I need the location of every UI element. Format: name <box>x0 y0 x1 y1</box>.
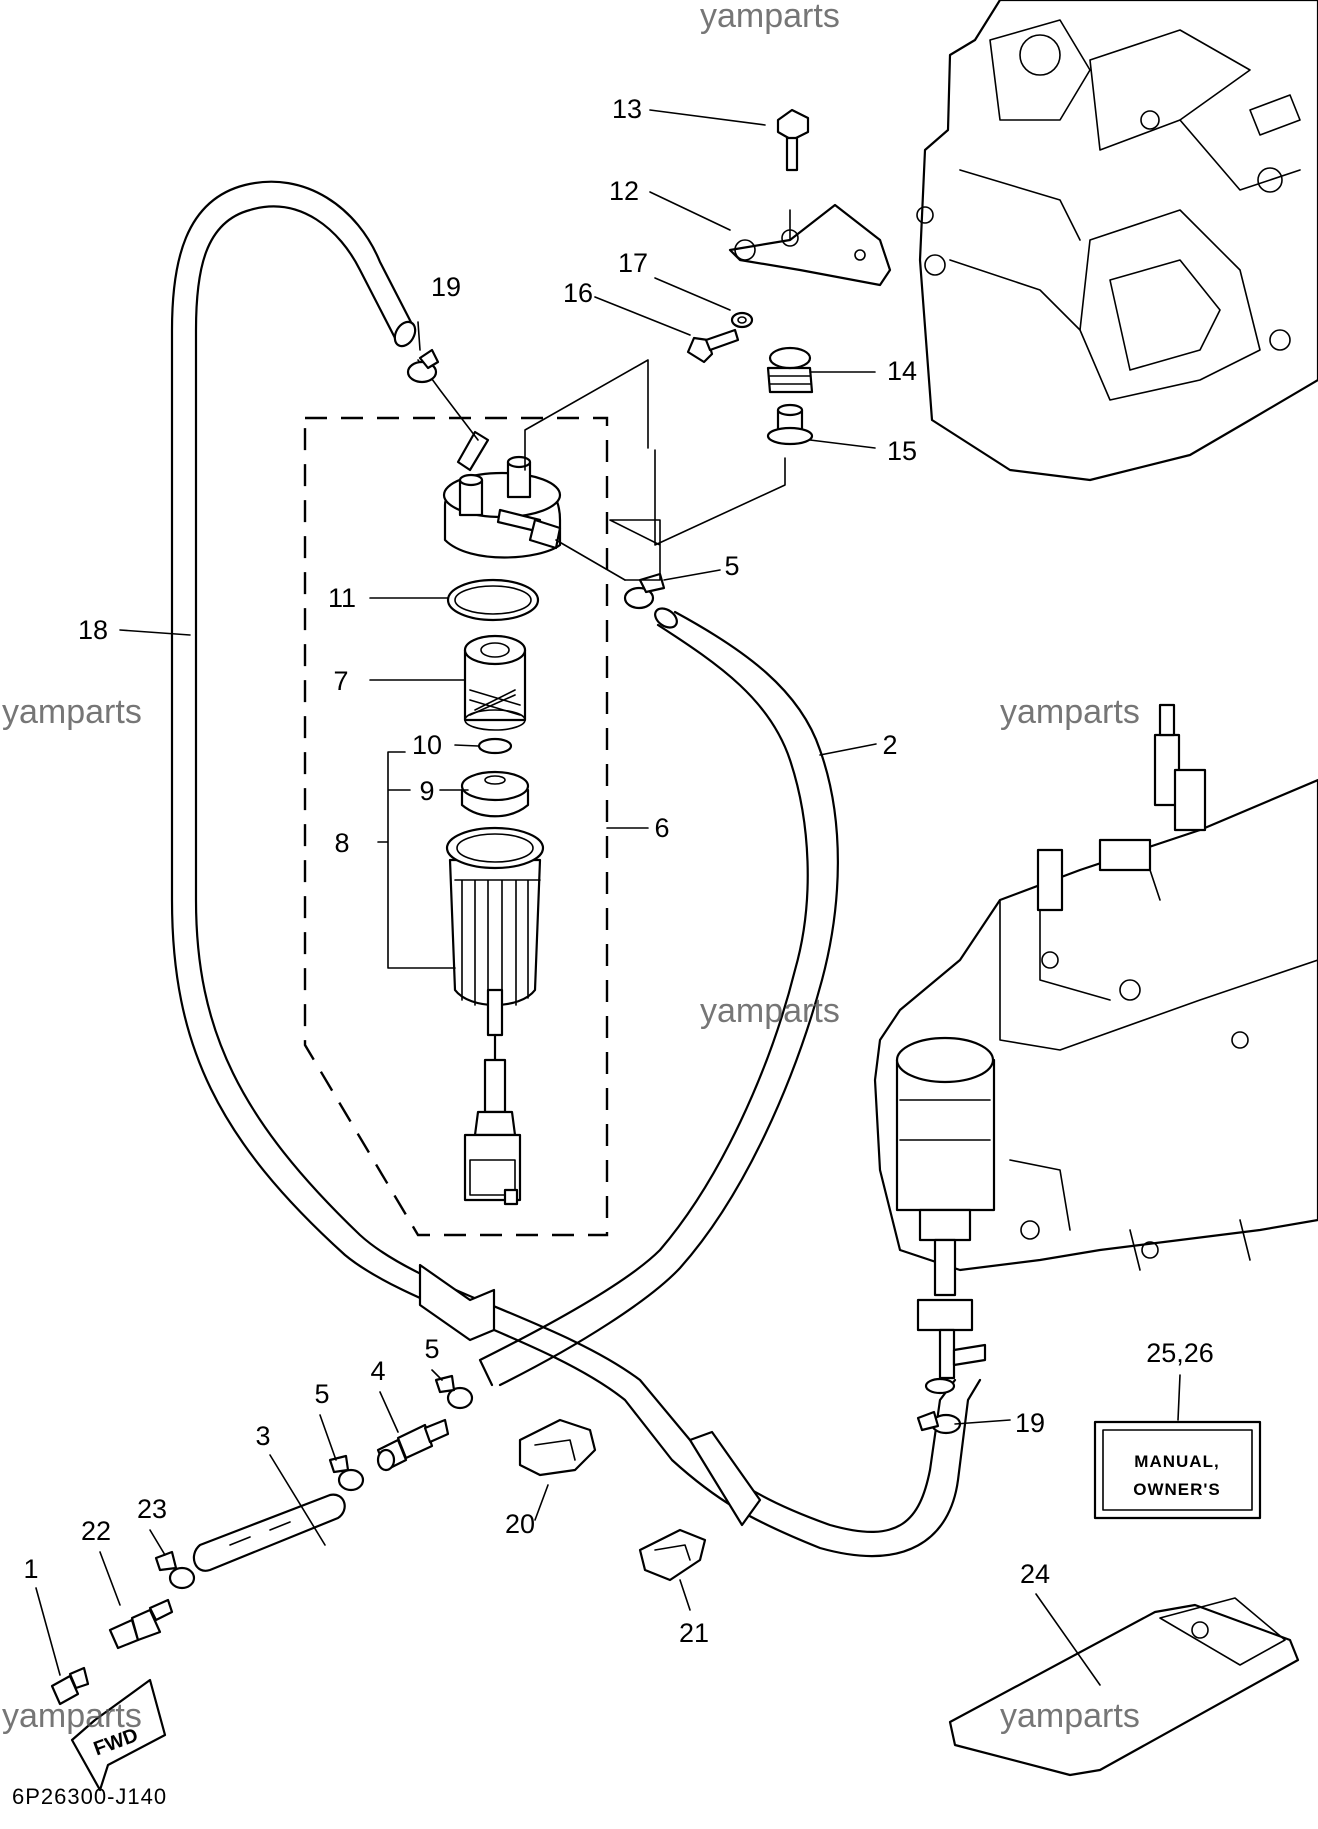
o-ring-11 <box>446 578 540 622</box>
manual-case-24 <box>948 1597 1300 1777</box>
clip-23 <box>154 1550 196 1590</box>
callout-3: 3 <box>255 1421 270 1451</box>
callout-17: 17 <box>618 248 648 278</box>
filter-head <box>417 359 626 581</box>
callout-5-lower: 5 <box>314 1379 329 1409</box>
watermark: yamparts <box>2 1697 142 1735</box>
callout-7: 7 <box>333 666 348 696</box>
clip-5-upper <box>623 572 666 610</box>
manual-line2: OWNER'S <box>1133 1480 1221 1499</box>
watermark: yamparts <box>700 992 840 1030</box>
clip-19-upper <box>406 348 440 384</box>
callout-11: 11 <box>328 583 356 613</box>
callout-16: 16 <box>563 278 593 308</box>
vapor-separator-assembly <box>873 703 1318 1380</box>
callout-15: 15 <box>887 436 917 466</box>
callout-18: 18 <box>78 615 108 645</box>
element-7 <box>463 634 527 731</box>
clip-5-front <box>434 1374 474 1410</box>
callout-8: 8 <box>334 828 349 858</box>
callout-19-lower: 19 <box>1015 1408 1045 1438</box>
watermark: yamparts <box>1000 693 1140 731</box>
holder-21 <box>638 1528 707 1582</box>
owners-manual-25-26: MANUAL, OWNER'S <box>1093 1420 1262 1520</box>
clip-5-lower <box>328 1454 365 1492</box>
callout-24: 24 <box>1020 1559 1050 1589</box>
callout-1: 1 <box>23 1554 38 1584</box>
callout-4: 4 <box>370 1356 385 1386</box>
snap-ring-10 <box>477 737 513 755</box>
callout-10: 10 <box>412 730 442 760</box>
callout-19-upper: 19 <box>431 272 461 302</box>
bolt-16 <box>686 328 740 364</box>
cup-8 <box>445 826 545 1037</box>
watermark: yamparts <box>2 693 142 731</box>
callout-20: 20 <box>505 1509 535 1539</box>
callout-labels: 13 12 17 16 19 14 15 5 11 18 7 2 10 9 8 … <box>23 94 1213 1648</box>
joint-4 <box>376 1418 450 1472</box>
washer-17 <box>730 311 754 329</box>
fuel-hose-2 <box>478 607 839 1387</box>
manual-line1: MANUAL, <box>1134 1452 1219 1471</box>
bolt-13 <box>776 108 810 241</box>
bracket-12 <box>728 203 892 287</box>
joint-22 <box>108 1598 174 1650</box>
callout-22: 22 <box>81 1516 111 1546</box>
callout-5-front: 5 <box>424 1334 439 1364</box>
hose-3 <box>192 1493 346 1572</box>
fuel-hose-18 <box>170 180 982 1558</box>
clip-19-lower <box>916 1410 962 1435</box>
watermark: yamparts <box>700 0 840 35</box>
filter-assembly-6-box <box>303 416 609 1237</box>
engine-block-upper <box>916 0 1318 482</box>
watermarks: yamparts yamparts yamparts yamparts yamp… <box>2 0 1140 1735</box>
leader-lines <box>35 109 1181 1686</box>
callout-9: 9 <box>419 776 434 806</box>
float-9 <box>460 770 530 818</box>
holder-20 <box>518 1418 597 1477</box>
callout-23: 23 <box>137 1494 167 1524</box>
callout-13: 13 <box>612 94 642 124</box>
callout-25-26: 25,26 <box>1146 1338 1214 1368</box>
callout-14: 14 <box>887 356 917 386</box>
callout-6: 6 <box>654 813 669 843</box>
callout-12: 12 <box>609 176 639 206</box>
watermark: yamparts <box>1000 1697 1140 1735</box>
callout-2: 2 <box>882 730 897 760</box>
grommet-14 <box>766 346 814 394</box>
diagram-code: 6P26300-J140 <box>12 1784 167 1809</box>
callout-21: 21 <box>679 1618 709 1648</box>
water-sensor-harness <box>463 1033 522 1206</box>
cap-1 <box>50 1666 90 1706</box>
callout-5-upper: 5 <box>724 551 739 581</box>
collar-15 <box>766 403 814 446</box>
